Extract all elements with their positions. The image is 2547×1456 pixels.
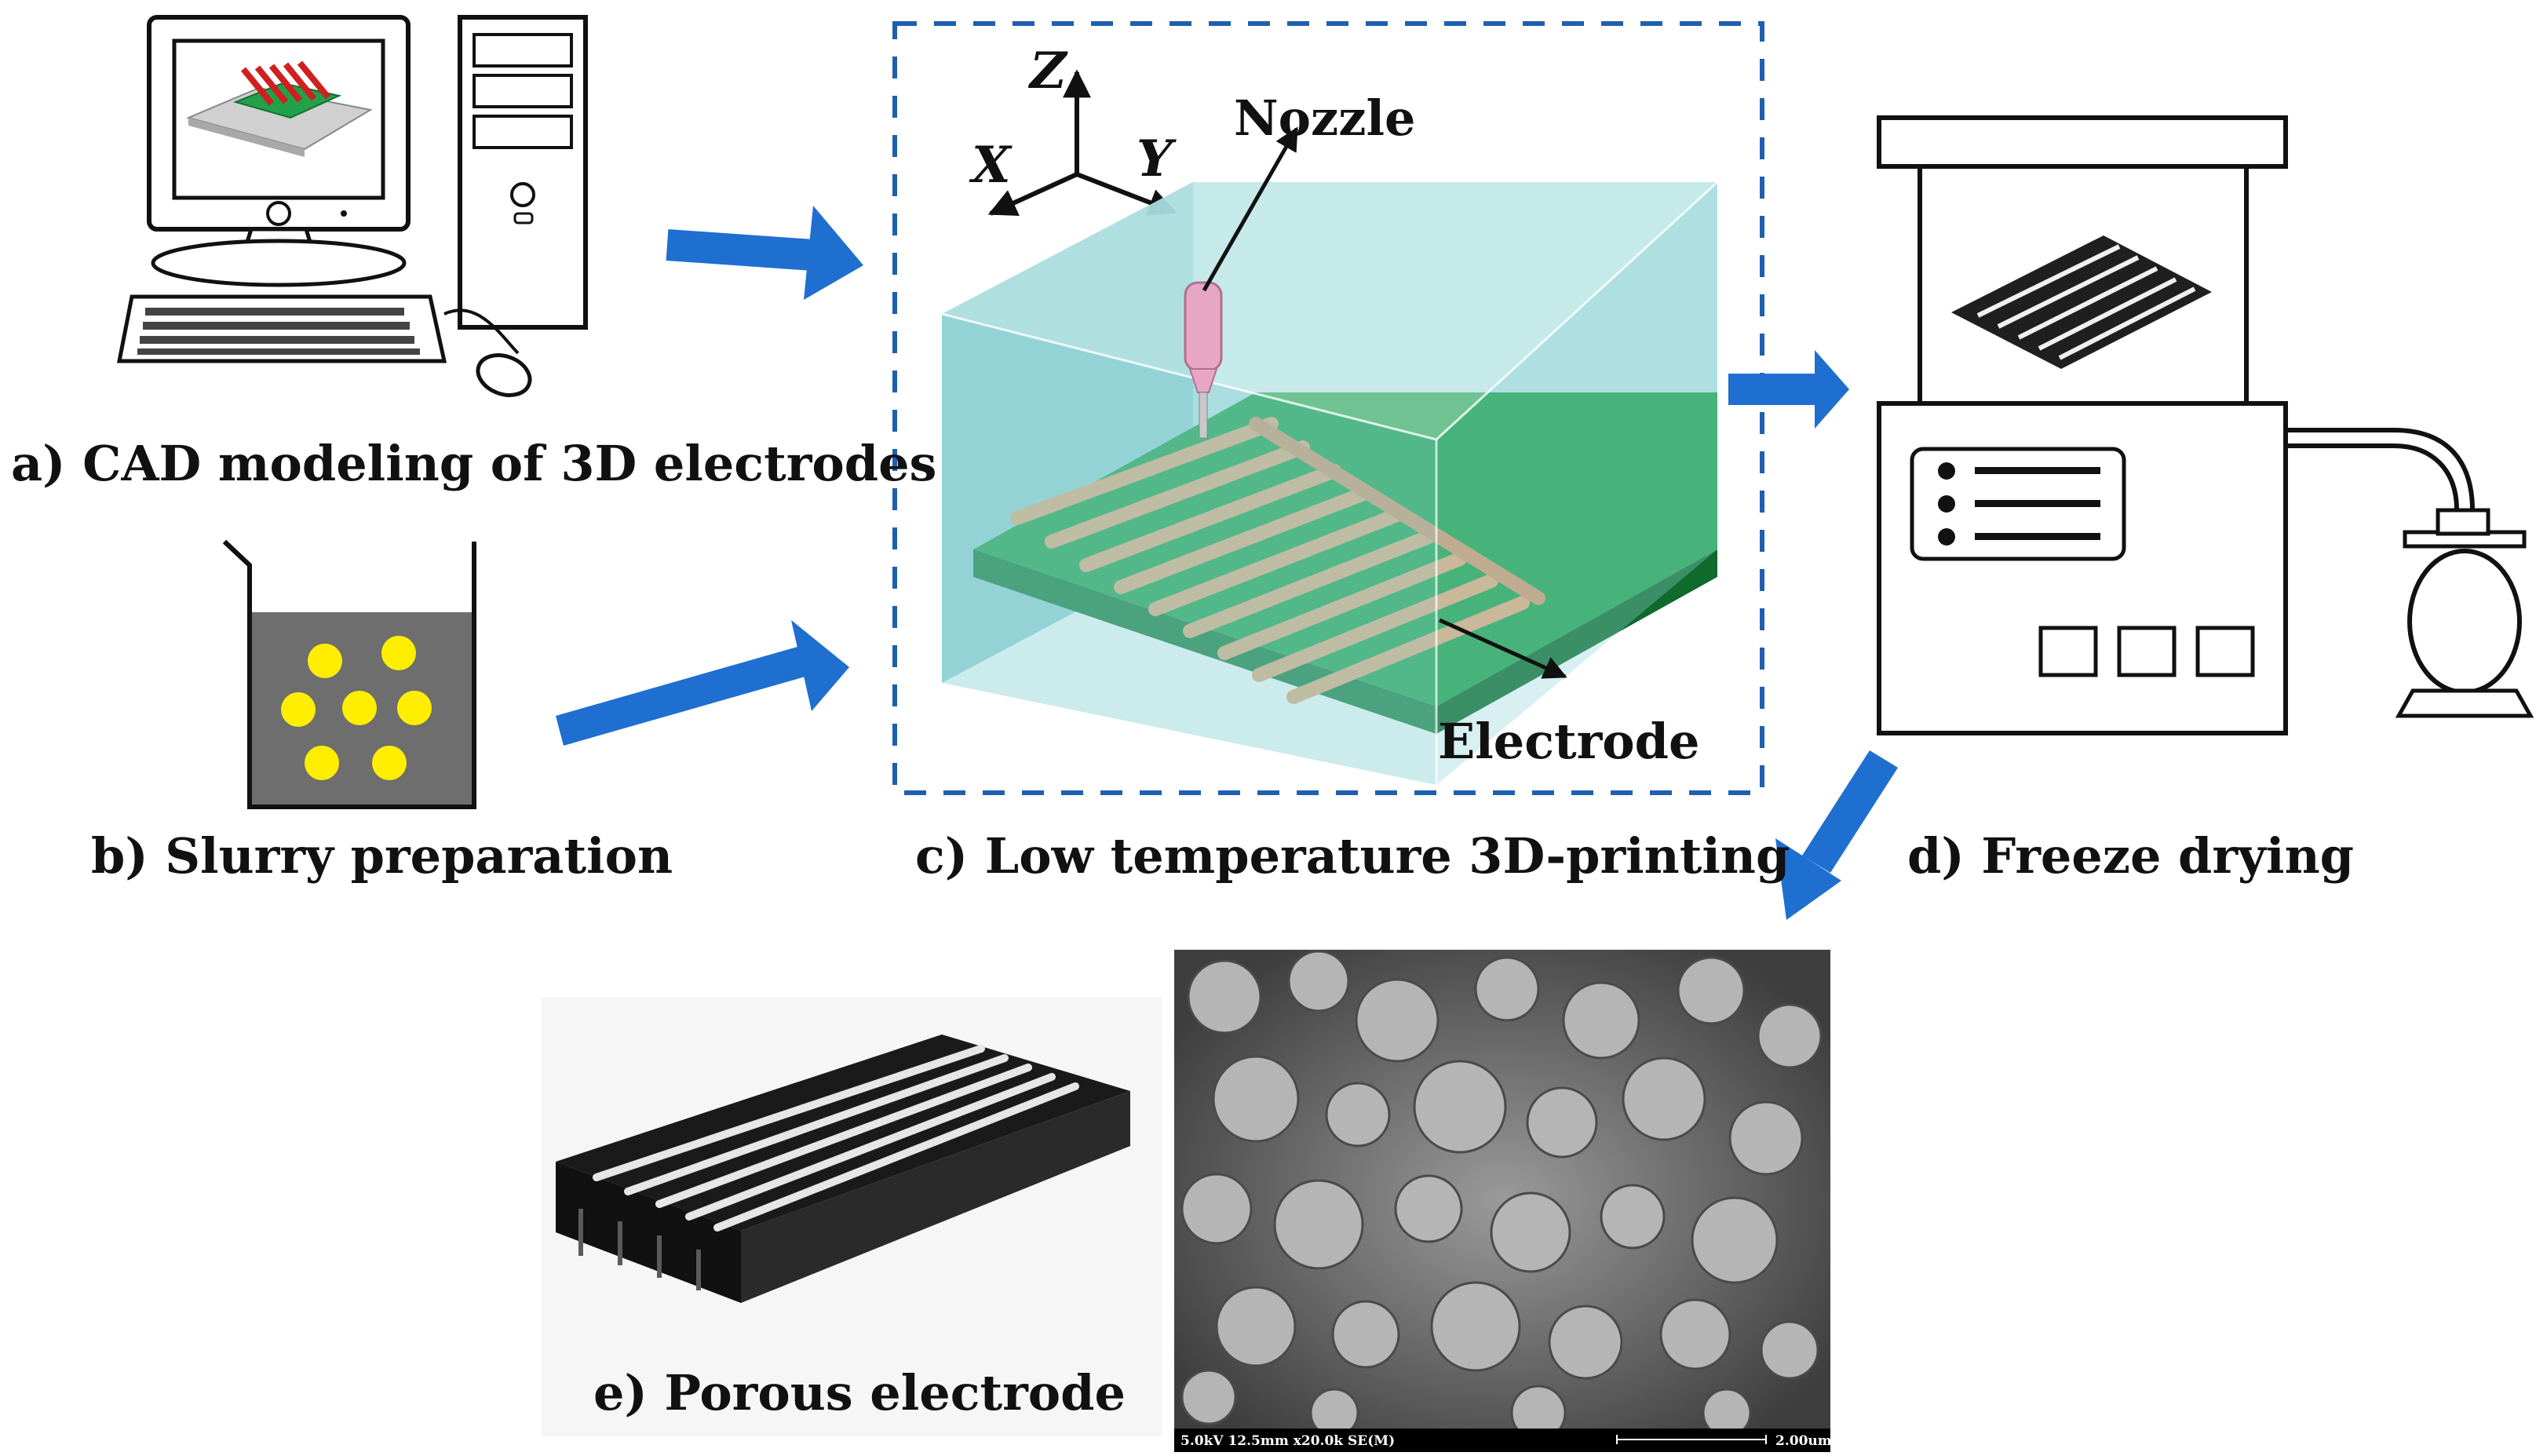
axis-z-label: Z bbox=[1027, 42, 1068, 100]
nozzle-label: Nozzle bbox=[1234, 89, 1415, 147]
caption-c: c) Low temperature 3D-printing bbox=[915, 827, 1790, 885]
nozzle-icon bbox=[1184, 281, 1223, 439]
beaker-icon bbox=[222, 539, 476, 809]
caption-a: a) CAD modeling of 3D electrodes bbox=[11, 435, 936, 492]
particles bbox=[281, 636, 432, 780]
electrode-label: Electrode bbox=[1438, 713, 1699, 770]
cad-model-icon bbox=[185, 60, 373, 157]
caption-b: b) Slurry preparation bbox=[91, 827, 673, 885]
axis-x-label: X bbox=[969, 136, 1013, 195]
porous-electrode-photo bbox=[542, 997, 1162, 1436]
sem-image: 5.0kV 12.5mm x20.0k SE(M) 2.00um bbox=[1174, 950, 1832, 1452]
sem-grains bbox=[1180, 950, 1823, 1441]
freeze-dryer-icon bbox=[1877, 115, 2534, 735]
vacuum-pump-icon bbox=[2395, 508, 2534, 718]
printing-frame bbox=[892, 21, 1764, 795]
computer-icon bbox=[116, 15, 588, 397]
flow-arrows bbox=[556, 206, 1898, 920]
sem-info-text: 5.0kV 12.5mm x20.0k SE(M) bbox=[1180, 1433, 1395, 1449]
arrow-slurry-to-printing bbox=[556, 620, 849, 746]
axis-y-label: Y bbox=[1137, 130, 1177, 188]
sem-scale-text: 2.00um bbox=[1775, 1433, 1832, 1449]
printing-tank bbox=[941, 181, 1719, 785]
electrode-grooves bbox=[593, 1045, 1079, 1232]
printed-lines bbox=[1010, 417, 1530, 704]
arrow-printing-to-drying bbox=[1728, 350, 1849, 429]
arrow-cad-to-printing bbox=[666, 206, 863, 300]
caption-e: e) Porous electrode bbox=[593, 1364, 1126, 1421]
caption-d: d) Freeze drying bbox=[1907, 827, 2354, 885]
sem-scale-bar bbox=[1616, 1435, 1767, 1444]
dried-electrode-icon bbox=[1951, 235, 2212, 369]
arrow-drying-to-electrode bbox=[1775, 750, 1898, 920]
